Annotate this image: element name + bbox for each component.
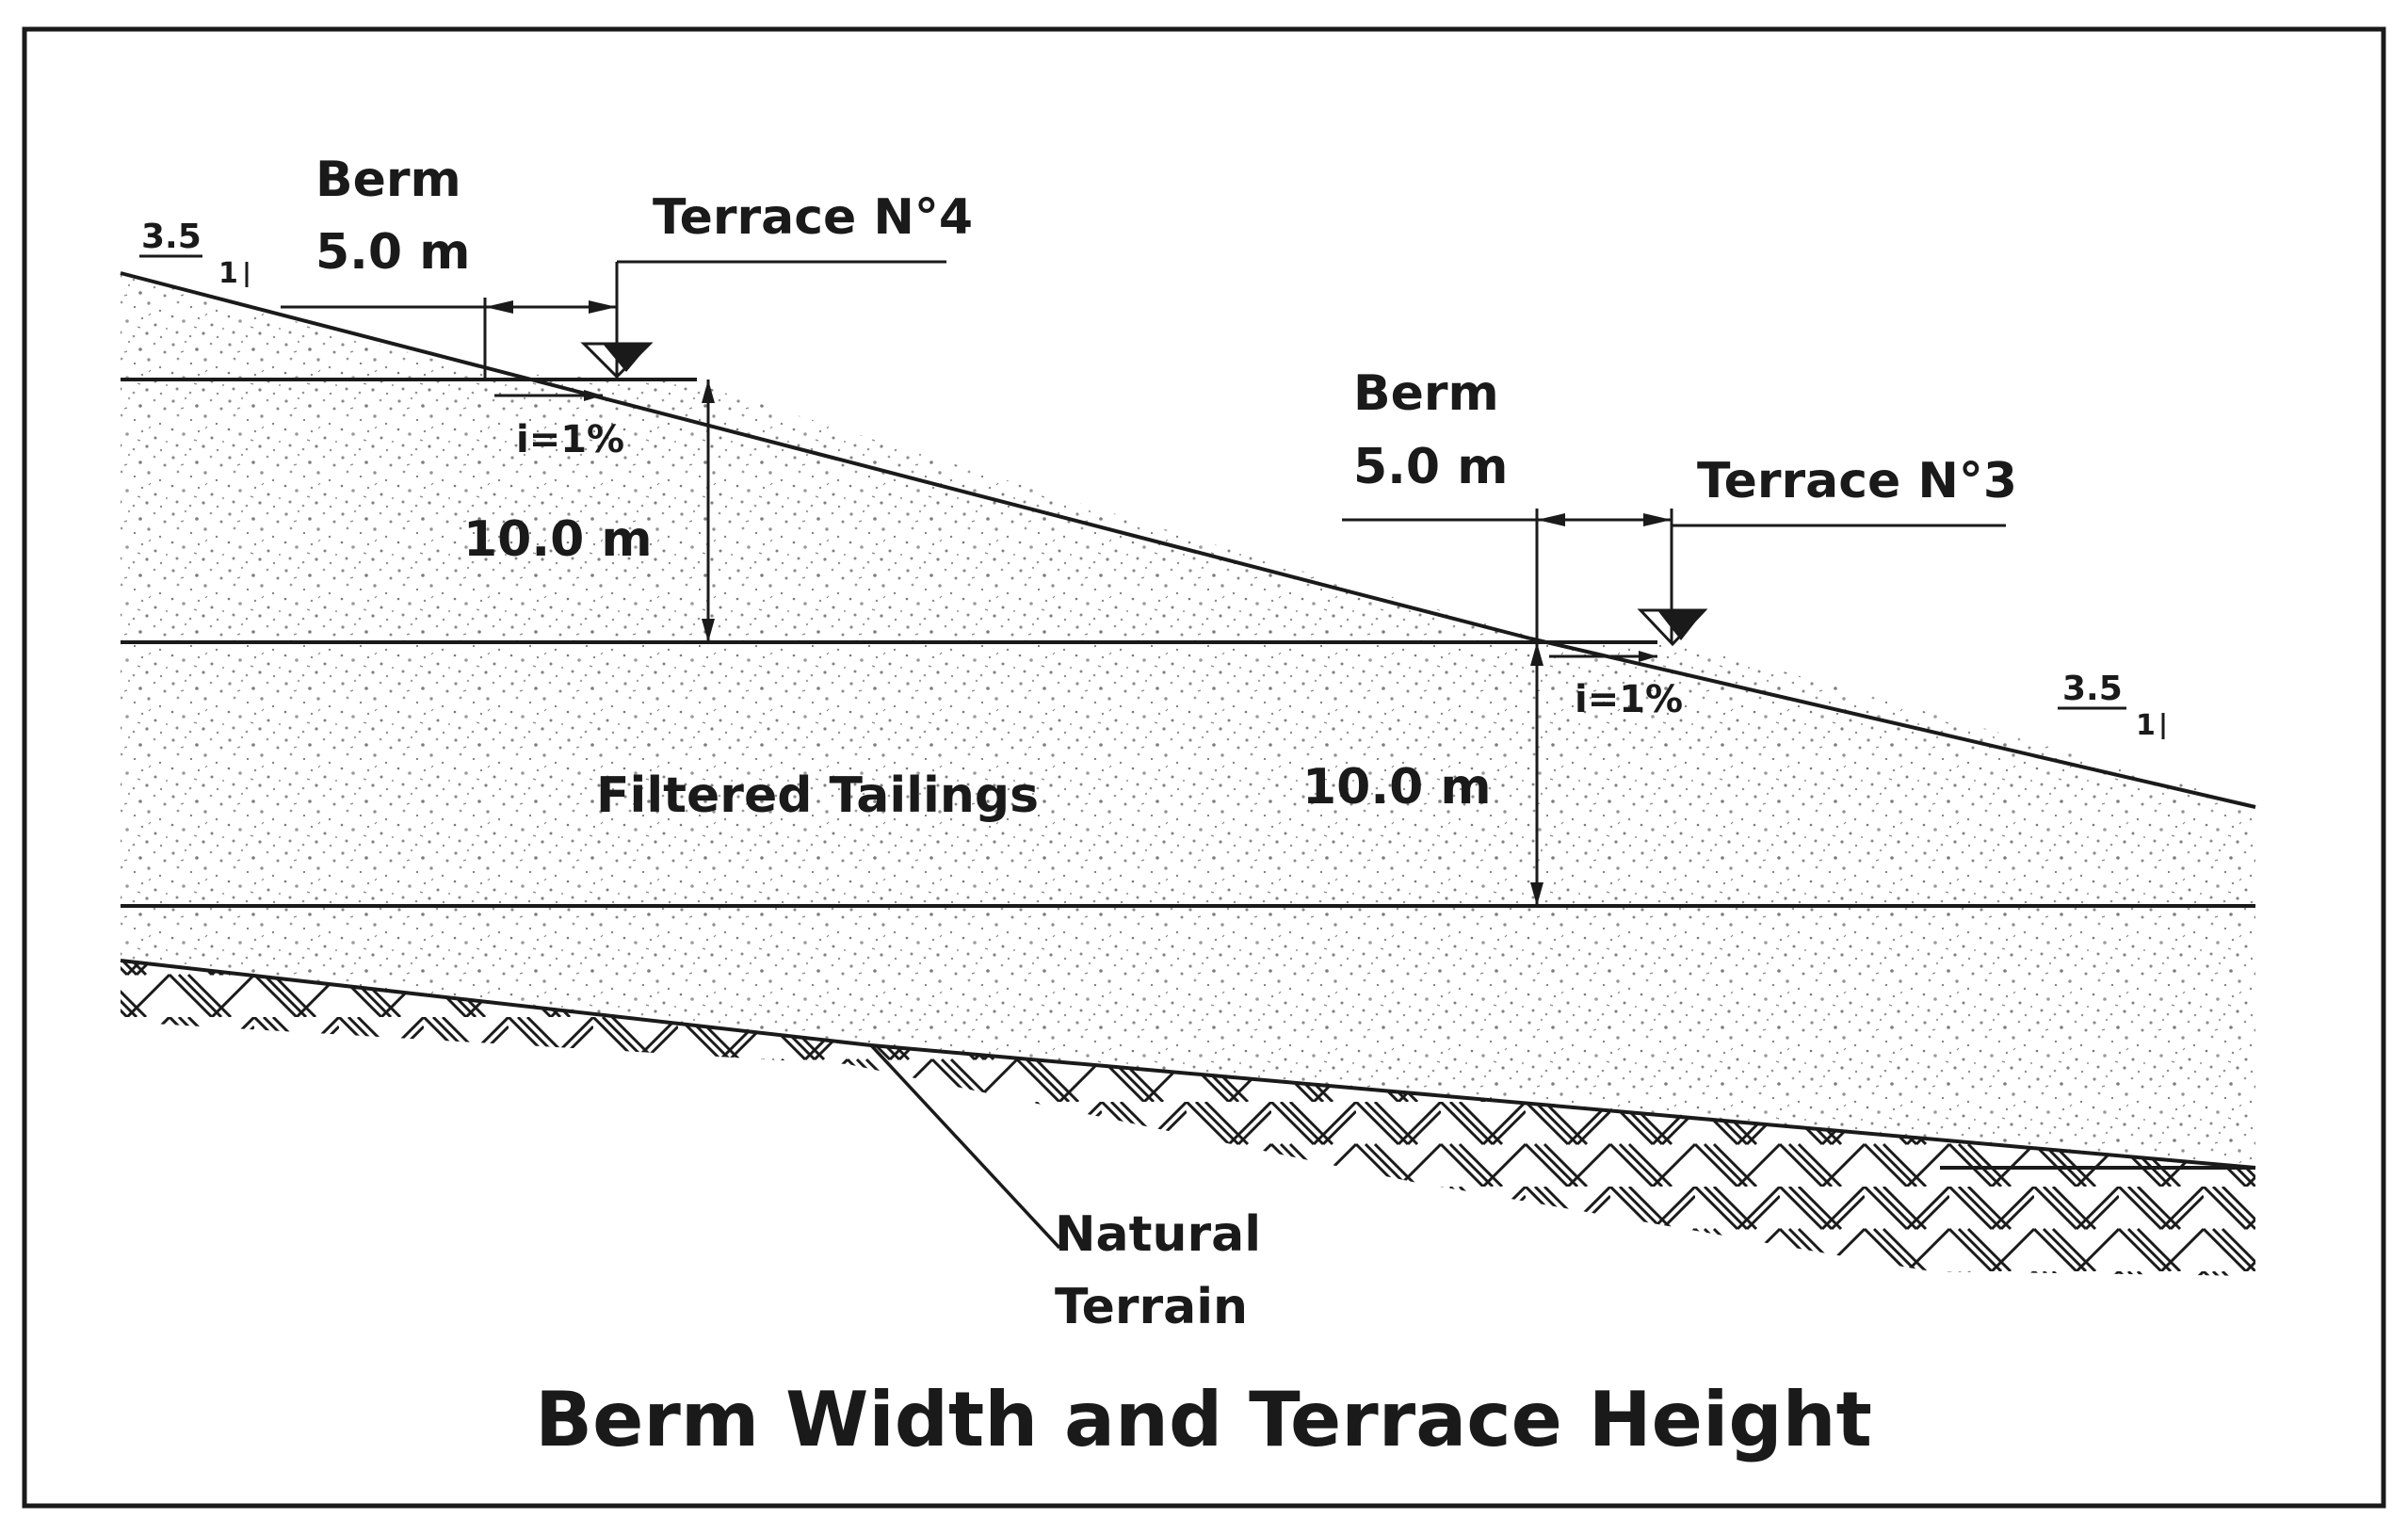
upper-berm-width: 5.0 m [315, 224, 470, 281]
natural-terrain-leader [869, 1043, 1061, 1250]
upper-berm-label: Berm [315, 152, 461, 208]
terrace-3-elevation-marker [1637, 524, 2006, 647]
natural-terrain-label-line2: Terrain [1055, 1279, 1248, 1335]
slope-upper-denominator: 1 [218, 257, 238, 290]
slope-ratio-upper: 3.5 1 [139, 218, 249, 290]
gradient-arrow-lower [1549, 651, 1657, 662]
tailings-body [121, 273, 2255, 1168]
slope-line-upper [120, 271, 1531, 640]
slope-ratio-lower: 3.5 1 [2058, 670, 2165, 742]
gradient-upper-label: i=1% [516, 418, 624, 461]
slope-upper-numerator: 3.5 [141, 218, 202, 256]
lower-berm-width: 5.0 m [1353, 439, 1508, 495]
height-dimension-upper [702, 380, 715, 642]
figure-frame [22, 26, 2386, 1509]
height-lower-label: 10.0 m [1302, 759, 1492, 816]
material-label: Filtered Tailings [596, 768, 1039, 824]
diagram-title: Berm Width and Terrace Height [535, 1376, 1872, 1463]
slope-lower-denominator: 1 [2136, 709, 2156, 742]
height-dimension-lower [1530, 642, 1543, 906]
lower-berm-label: Berm [1353, 365, 1499, 422]
gradient-lower-label: i=1% [1575, 678, 1683, 721]
natural-terrain-label-line1: Natural [1055, 1206, 1261, 1263]
slope-lower-numerator: 3.5 [2062, 670, 2123, 708]
height-upper-label: 10.0 m [463, 511, 653, 568]
terrace-4-label: Terrace N°4 [653, 189, 973, 246]
gradient-arrow-upper [494, 390, 603, 401]
slope-line-lower [1529, 637, 2256, 809]
terrace-3-label: Terrace N°3 [1697, 453, 2017, 509]
terrace-4-elevation-marker [580, 260, 946, 380]
